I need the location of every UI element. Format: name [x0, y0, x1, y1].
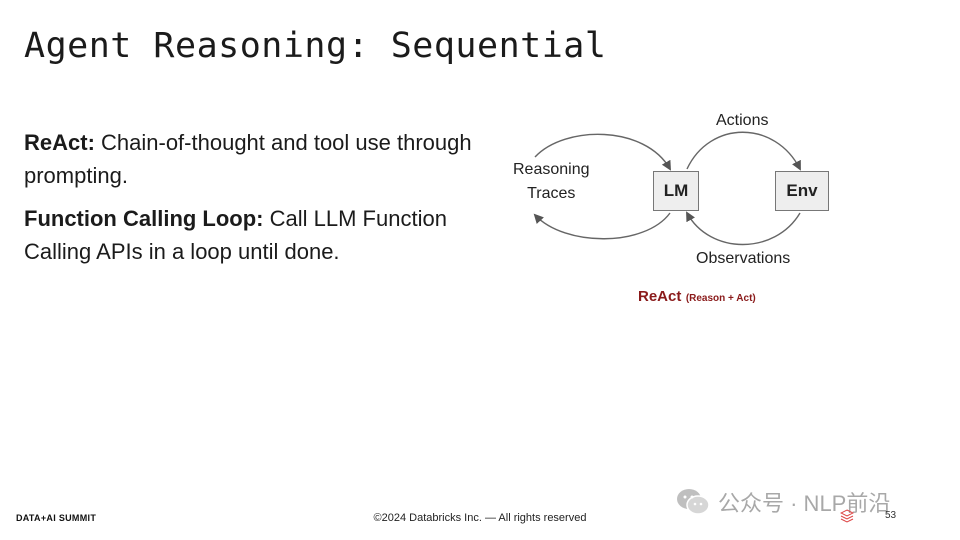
reasoning-label-line2: Traces [527, 185, 576, 202]
slide-title: Agent Reasoning: Sequential [24, 26, 607, 66]
bullet-react-term: ReAct: [24, 130, 95, 155]
wechat-watermark: 公众号 · NLP前沿 [676, 486, 890, 518]
slide-body: ReAct: Chain-of-thought and tool use thr… [24, 126, 504, 278]
react-diagram: LM Env Actions Observations Reasoning Tr… [505, 105, 845, 320]
observations-label: Observations [696, 250, 791, 267]
reasoning-arrow-top [534, 133, 671, 171]
react-caption-main: ReAct [638, 288, 682, 305]
bullet-react-text: Chain-of-thought and tool use through pr… [24, 130, 472, 188]
bullet-function-calling-term: Function Calling Loop: [24, 206, 264, 231]
watermark-text: 公众号 · NLP前沿 [718, 491, 891, 516]
env-node: Env [775, 171, 829, 211]
summit-logo: DATA+AI SUMMIT [16, 513, 97, 523]
lm-node: LM [653, 171, 699, 211]
bullet-function-calling-text: Call LLM Function Calling APIs in a loop… [24, 206, 447, 264]
wechat-icon [677, 489, 710, 515]
databricks-layers-icon [840, 509, 854, 523]
react-caption: ReAct (Reason + Act) [638, 288, 756, 306]
actions-arrow [686, 131, 801, 171]
page-number: 53 [885, 510, 897, 521]
bullet-react: ReAct: Chain-of-thought and tool use thr… [24, 126, 504, 192]
actions-label: Actions [716, 112, 769, 129]
react-caption-sub: (Reason + Act) [685, 293, 756, 304]
observations-arrow [686, 211, 801, 246]
bullet-function-calling: Function Calling Loop: Call LLM Function… [24, 202, 504, 268]
reasoning-arrow-bottom [533, 212, 671, 240]
reasoning-label-line1: Reasoning [513, 161, 590, 178]
reasoning-traces-label: Reasoning Traces [513, 158, 590, 206]
diagram-arrows [533, 131, 801, 246]
copyright-text: ©2024 Databricks Inc. — All rights reser… [373, 512, 587, 524]
